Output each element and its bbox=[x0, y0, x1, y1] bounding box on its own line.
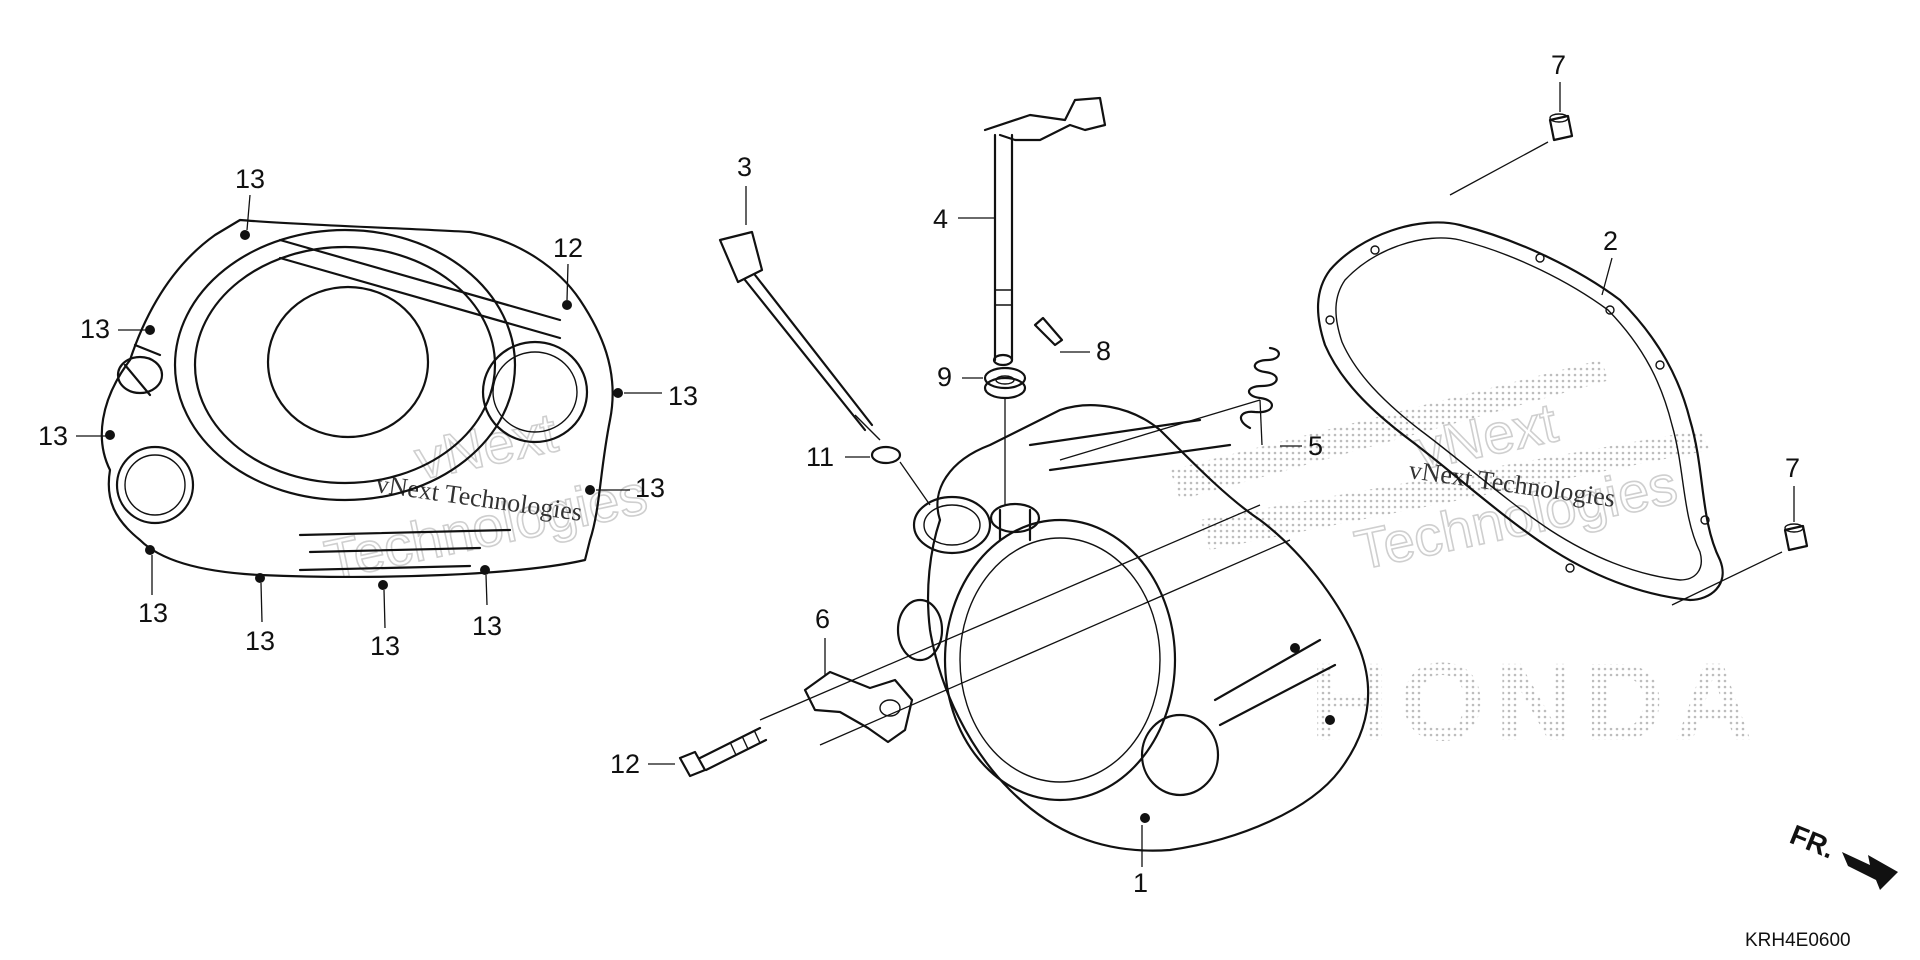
spring: 5 bbox=[1239, 346, 1323, 461]
dowel-pin-bottom: 7 bbox=[1671, 453, 1809, 606]
callouts-left: 13 13 13 13 13 13 13 13 13 12 bbox=[38, 164, 698, 661]
callout-13-left-b: 13 bbox=[38, 421, 68, 451]
arm-plate: 6 bbox=[803, 604, 914, 744]
callout-13-bottom-a: 13 bbox=[138, 598, 168, 628]
callout-7-bottom: 7 bbox=[1785, 453, 1800, 483]
callout-5: 5 bbox=[1308, 431, 1323, 461]
front-direction-indicator: FR. bbox=[1786, 819, 1898, 890]
brand-mark-watermark: HONDA bbox=[1170, 360, 1763, 764]
callout-13-left-a: 13 bbox=[80, 314, 110, 344]
callout-1: 1 bbox=[1133, 868, 1148, 898]
callout-7-top: 7 bbox=[1551, 50, 1566, 80]
callout-6: 6 bbox=[815, 604, 830, 634]
cover-outer-view bbox=[100, 218, 623, 590]
callout-3: 3 bbox=[737, 152, 752, 182]
callout-13-bottom-d: 13 bbox=[472, 611, 502, 641]
oil-seal: 9 bbox=[937, 362, 1027, 505]
pin: 8 bbox=[1033, 316, 1111, 366]
callout-2: 2 bbox=[1603, 226, 1618, 256]
flange-bolt: 12 bbox=[610, 726, 768, 779]
watermark-left: vNext Technologies vNext Technologies bbox=[319, 399, 653, 592]
callout-11: 11 bbox=[806, 442, 834, 472]
callout-13-right-b: 13 bbox=[635, 473, 665, 503]
callout-12-left: 12 bbox=[553, 233, 583, 263]
callout-12-bottom: 12 bbox=[610, 749, 640, 779]
callout-4: 4 bbox=[933, 204, 948, 234]
shaft: 4 bbox=[933, 96, 1107, 367]
callout-13-right-a: 13 bbox=[668, 381, 698, 411]
callout-8: 8 bbox=[1096, 336, 1111, 366]
fr-label: FR. bbox=[1786, 819, 1839, 865]
dipstick: 3 bbox=[718, 152, 881, 441]
dowel-pin-top: 7 bbox=[1449, 50, 1574, 196]
o-ring: 11 bbox=[806, 442, 931, 506]
callout-9: 9 bbox=[937, 362, 952, 392]
callout-13-bottom-c: 13 bbox=[370, 631, 400, 661]
assembly-guides bbox=[759, 399, 1291, 746]
callout-13-top: 13 bbox=[235, 164, 265, 194]
fr-arrow-icon bbox=[1842, 852, 1898, 890]
callout-13-bottom-b: 13 bbox=[245, 626, 275, 656]
diagram-code: KRH4E0600 bbox=[1745, 930, 1851, 951]
callout-1-group: 1 bbox=[1133, 825, 1148, 898]
bolt-holes bbox=[105, 230, 623, 590]
brand-mark-text: HONDA bbox=[1310, 641, 1763, 764]
right-crankcase-cover bbox=[896, 404, 1370, 852]
